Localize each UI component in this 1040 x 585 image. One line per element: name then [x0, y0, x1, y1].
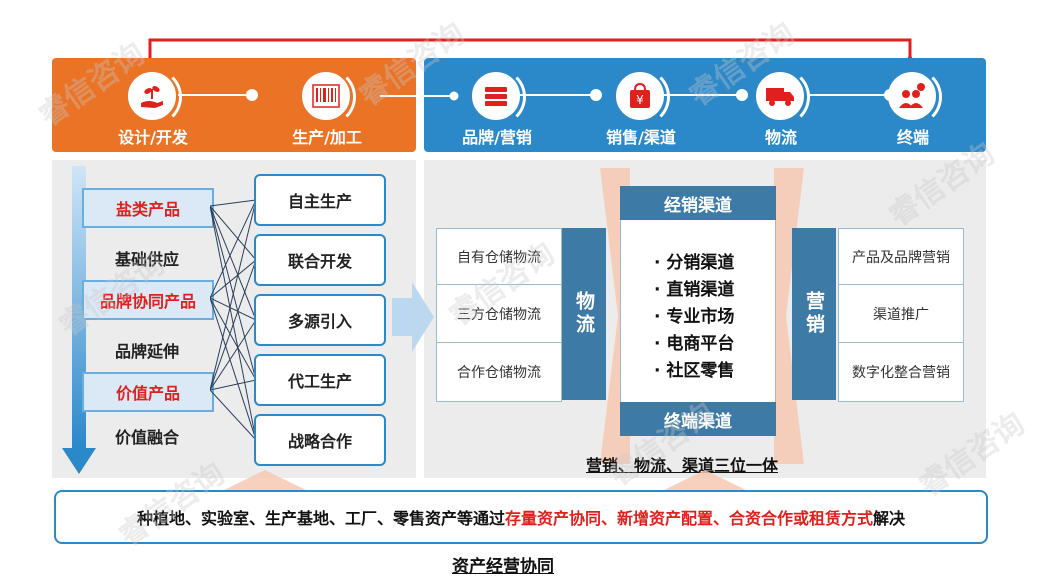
chevron-right: [774, 168, 804, 464]
marketing-item: 产品及品牌营销: [838, 228, 964, 286]
marketing-header: 营销: [792, 228, 836, 400]
product-role-label: 基础供应: [114, 250, 179, 269]
marketing-item: 数字化整合营销: [838, 342, 964, 402]
up-arrow: [660, 470, 750, 492]
bottom-text-suffix: 解决: [873, 509, 906, 528]
product-role-label: 品牌延伸: [114, 342, 179, 361]
channels-bottom-header: 终端渠道: [620, 402, 776, 436]
flow-arrow: [392, 282, 434, 352]
stage-label: 终端: [896, 128, 929, 147]
production-mode: 战略合作: [254, 414, 386, 466]
bottom-text-prefix: 种植地、实验室、生产基地、工厂、零售资产等通过: [136, 509, 505, 528]
logistics-header: 物流: [562, 228, 606, 400]
up-arrow: [220, 470, 310, 492]
channel-item: · 社区零售: [654, 361, 735, 381]
stage-design-arc: [124, 68, 182, 126]
connector-dot: [246, 89, 258, 101]
stage-logistics-arc: [752, 68, 810, 126]
stage-label: 品牌/营销: [462, 128, 532, 147]
channels-top-header: 经销渠道: [620, 186, 776, 220]
logistics-item: 合作仓储物流: [436, 342, 562, 402]
product-tag: 盐类产品: [82, 188, 214, 228]
production-mode: 代工生产: [254, 354, 386, 406]
marketing-header-text: 营销: [803, 291, 825, 337]
stage-brand-arc: [468, 68, 526, 126]
product-tag: 品牌协同产品: [82, 280, 214, 320]
stage-terminal-arc: [884, 68, 942, 126]
connector: [178, 94, 250, 96]
footer-title: 资产经营协同: [452, 557, 554, 577]
production-mode: 多源引入: [254, 294, 386, 346]
channel-item: · 专业市场: [654, 307, 735, 327]
stage-production-arc: [298, 68, 356, 126]
connector-dot: [736, 89, 748, 101]
stage-label: 生产/加工: [292, 128, 362, 147]
channel-item: · 分销渠道: [654, 253, 735, 273]
upstream-bar: [52, 58, 416, 152]
product-role-label: 价值融合: [114, 428, 179, 447]
connector: [514, 94, 594, 96]
product-tag: 价值产品: [82, 372, 214, 412]
stage-label: 设计/开发: [118, 128, 188, 147]
asset-synergy-box: 种植地、实验室、生产基地、工厂、零售资产等通过存量资产协同、新增资产配置、合资合…: [54, 490, 988, 544]
logistics-header-text: 物流: [573, 291, 595, 337]
stage-sales-arc: [612, 68, 670, 126]
channel-item: · 电商平台: [654, 334, 735, 354]
connector: [808, 94, 888, 96]
channels-box: [620, 186, 776, 436]
connector-dot: [590, 89, 602, 101]
logistics-item: 三方仓储物流: [436, 284, 562, 344]
integration-caption: 营销、物流、渠道三位一体: [586, 456, 779, 475]
stage-label: 物流: [764, 128, 797, 147]
production-mode: 联合开发: [254, 234, 386, 286]
bar-connector: [380, 91, 459, 101]
stage-label: 销售/渠道: [606, 128, 676, 147]
marketing-item: 渠道推广: [838, 284, 964, 344]
mapping-lines: [210, 199, 256, 441]
channel-item: · 直销渠道: [654, 280, 735, 300]
logistics-item: 自有仓储物流: [436, 228, 562, 286]
bottom-text-highlight: 存量资产协同、新增资产配置、合资合作或租赁方式: [504, 509, 873, 528]
connector: [660, 94, 740, 96]
production-mode: 自主生产: [254, 174, 386, 226]
